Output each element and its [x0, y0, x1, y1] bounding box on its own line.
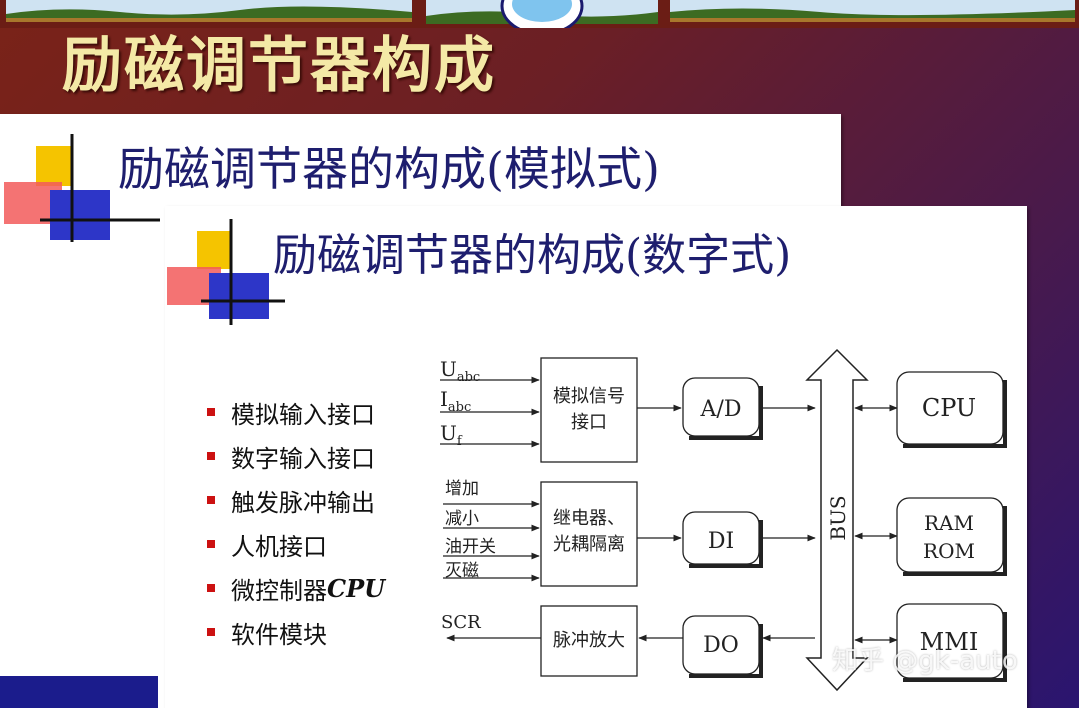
input-iabc: Iabc — [440, 387, 471, 415]
svg-text:脉冲放大: 脉冲放大 — [553, 630, 625, 651]
bullet-square-icon — [207, 408, 215, 416]
digital-regulator-block-diagram: Uabc Iabc Uf 模拟信号 接口 A/D 增加 减小 油开关 灭磁 — [440, 348, 1007, 692]
slide-corner-decoration — [4, 134, 160, 242]
svg-text:油开关: 油开关 — [445, 537, 496, 557]
svg-text:光耦隔离: 光耦隔离 — [553, 534, 625, 555]
list-item: 软件模块 — [207, 610, 385, 654]
svg-text:DO: DO — [703, 633, 739, 658]
back-slide-title: 励磁调节器的构成(模拟式) — [118, 142, 660, 196]
slide-corner-decoration — [167, 219, 285, 325]
svg-text:继电器、: 继电器、 — [553, 508, 625, 529]
svg-text:SCR: SCR — [441, 612, 481, 633]
bus-arrow — [805, 348, 869, 692]
svg-text:RAM: RAM — [924, 511, 974, 535]
svg-text:A/D: A/D — [700, 397, 742, 422]
bullet-square-icon — [207, 584, 215, 592]
front-slide-title: 励磁调节器的构成(数字式) — [273, 230, 792, 281]
watermark: 知乎 @gk-auto — [832, 646, 1018, 676]
svg-text:ROM: ROM — [923, 539, 975, 563]
bullet-square-icon — [207, 496, 215, 504]
svg-text:减小: 减小 — [445, 509, 479, 529]
top-landscape-banner — [0, 0, 1079, 28]
list-item: 触发脉冲输出 — [207, 478, 385, 522]
svg-text:接口: 接口 — [571, 412, 607, 433]
svg-text:模拟信号: 模拟信号 — [553, 386, 625, 407]
front-slide-digital: 励磁调节器的构成(数字式) 模拟输入接口 数字输入接口 触发脉冲输出 人机接口 … — [165, 206, 1027, 708]
bottom-blue-strip — [0, 676, 158, 708]
svg-text:BUS: BUS — [826, 495, 850, 540]
list-item: 数字输入接口 — [207, 434, 385, 478]
list-item: 模拟输入接口 — [207, 390, 385, 434]
svg-text:DI: DI — [708, 529, 734, 554]
relay-optocoupler-box — [540, 481, 638, 587]
bullet-square-icon — [207, 628, 215, 636]
bullet-square-icon — [207, 540, 215, 548]
svg-text:增加: 增加 — [445, 479, 479, 499]
pulse-amplifier-box — [540, 605, 638, 677]
analog-interface-box — [540, 357, 638, 463]
bullet-square-icon — [207, 452, 215, 460]
svg-text:CPU: CPU — [922, 394, 976, 422]
input-uf: Uf — [440, 421, 463, 449]
svg-text:MMI: MMI — [920, 628, 979, 656]
main-title: 励磁调节器构成 — [62, 31, 496, 101]
input-uabc: Uabc — [440, 357, 480, 385]
svg-text:灭磁: 灭磁 — [445, 561, 479, 581]
list-item: 人机接口 — [207, 522, 385, 566]
